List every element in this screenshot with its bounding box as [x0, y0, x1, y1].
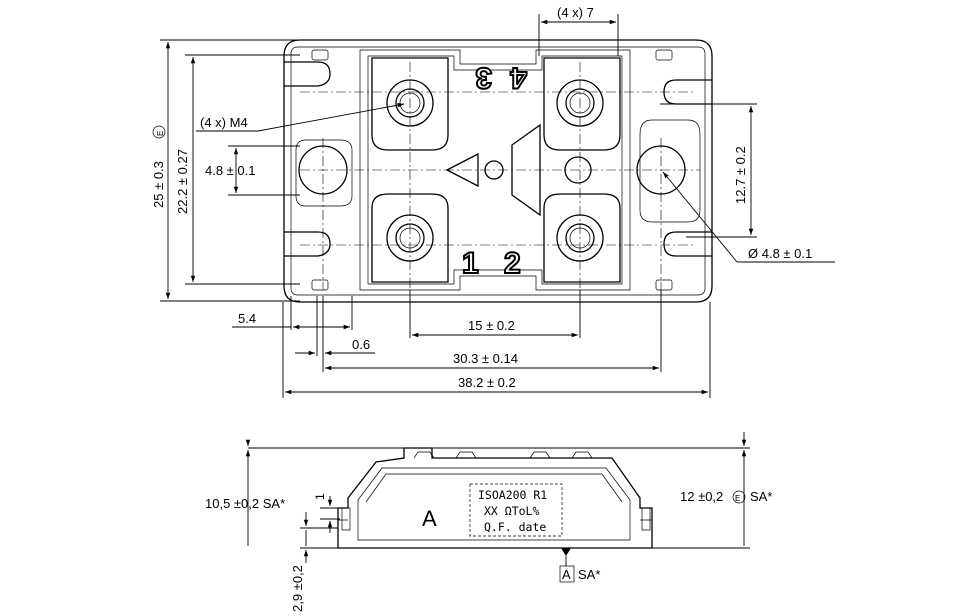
- side-view: ISOA200 R1 XX ΩToL% Q.F. date A A SA*: [337, 447, 653, 583]
- dim-height-right: 12 ±0,2: [680, 489, 723, 504]
- terminal-label-3: 3: [475, 61, 492, 94]
- e-mark-icon: [152, 125, 166, 139]
- dim-edge-small: 0.6: [352, 337, 370, 352]
- side-letter: A: [422, 506, 437, 531]
- terminal-4: [543, 57, 621, 151]
- svg-text:E: E: [156, 131, 165, 136]
- dim-right-spacing: 12.7 ± 0.2: [733, 146, 748, 204]
- terminal-label-4: 4: [510, 61, 527, 94]
- marking-line-3: Q.F. date: [484, 520, 546, 534]
- dim-height-right-suffix: SA*: [750, 489, 772, 504]
- dim-hole-offset: 4.8 ± 0.1: [205, 163, 256, 178]
- datum-box: [559, 565, 575, 583]
- module-outline: [283, 39, 713, 303]
- datum-triangle-icon: [561, 548, 571, 556]
- e-mark-side-icon: [732, 490, 746, 504]
- right-slot-bottom: [663, 231, 712, 257]
- datum-label: A: [562, 567, 571, 582]
- bar-shape: [511, 123, 541, 217]
- terminal-label-2: 2: [504, 247, 521, 280]
- dim-terminal-pitch: 15 ± 0.2: [468, 318, 515, 333]
- dim-height-left: 10,5 ±0,2 SA*: [205, 496, 285, 511]
- marking-line-1: ISOA200 R1: [478, 488, 547, 502]
- top-view-dimensions: (4 x) 7 (4 x) M4 25 ± 0.3 E 22.2 ± 0.27 …: [151, 5, 835, 398]
- dim-base: 2,9 ±0,2: [290, 565, 305, 612]
- side-view-dimensions: 12 ±0,2 E SA* 10,5 ±0,2 SA* 1 2,9 ±0,2: [205, 432, 772, 612]
- dim-hole-pitch: 30.3 ± 0.14: [453, 351, 518, 366]
- dim-total-width: 38.2 ± 0.2: [458, 375, 516, 390]
- datum-suffix: SA*: [578, 567, 600, 582]
- dim-total-height: 25 ± 0.3: [151, 161, 166, 208]
- left-slot-top: [284, 61, 331, 87]
- marking-box: [469, 483, 563, 537]
- dim-thread: (4 x) M4: [200, 115, 248, 130]
- diode-triangle-icon: [445, 152, 479, 188]
- top-view: 3 4 1 2: [283, 39, 713, 303]
- marking-line-2: XX ΩToL%: [484, 504, 539, 518]
- dim-terminal-width: (4 x) 7: [557, 5, 594, 20]
- terminal-label-1: 1: [462, 247, 479, 280]
- dim-step: 1: [313, 493, 327, 500]
- dim-inner-height: 22.2 ± 0.27: [175, 149, 190, 214]
- left-slot-bottom: [284, 231, 331, 257]
- dim-mount-hole: Ø 4.8 ± 0.1: [748, 246, 812, 261]
- terminal-2: [543, 193, 621, 283]
- svg-text:E: E: [735, 494, 740, 503]
- dim-edge-left: 5.4: [238, 311, 256, 326]
